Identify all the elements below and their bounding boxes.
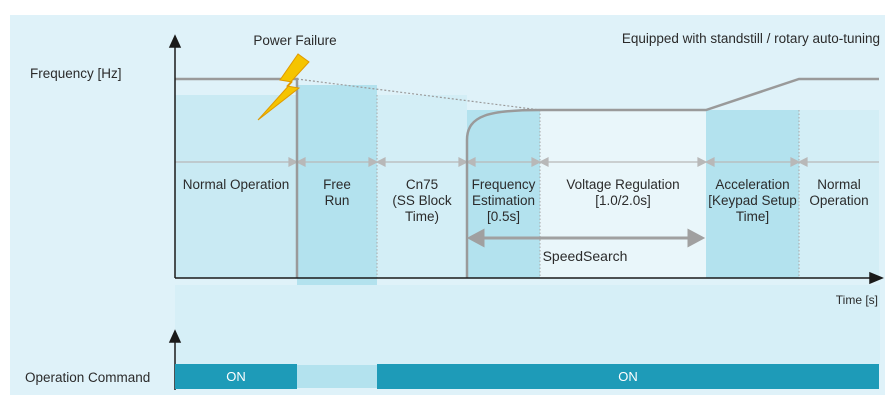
diagram-title: Equipped with standstill / rotary auto-t…	[621, 31, 880, 46]
phase-separators	[376, 95, 800, 278]
speed-search-label: SpeedSearch	[542, 248, 628, 264]
phase-label-acceleration: Acceleration [Keypad Setup Time]	[708, 177, 797, 224]
command-on-label-1: ON	[226, 369, 246, 384]
y-axis-arrowhead	[168, 34, 182, 48]
phase-arrows	[175, 157, 879, 167]
lightning-bolt-icon	[257, 53, 310, 121]
region-ss-block	[377, 95, 467, 278]
command-on-bar-1	[175, 364, 297, 389]
y-axis-label: Frequency [Hz]	[30, 66, 122, 81]
region-normal-operation-2	[799, 110, 879, 278]
x-axis-label: Time [s]	[835, 293, 878, 307]
phase-label-ss-block-time: Cn75 (SS Block Time)	[392, 177, 452, 224]
phase-label-frequency-estimation: Frequency Estimation [0.5s]	[471, 177, 536, 224]
command-on-bar-2	[377, 364, 879, 389]
lower-band	[175, 285, 880, 365]
coast-dotted-line	[296, 78, 541, 111]
region-normal-operation	[175, 95, 297, 278]
power-failure-label: Power Failure	[253, 33, 337, 48]
phase-label-normal-operation: Normal Operation	[182, 177, 290, 192]
x-axis-arrowhead	[869, 271, 884, 285]
phase-label-free-run: Free Run	[323, 177, 351, 208]
region-acceleration	[706, 110, 799, 278]
command-axis-arrowhead	[168, 329, 182, 343]
command-axis-label: Operation Command	[25, 370, 151, 385]
region-frequency-estimation	[467, 110, 540, 278]
region-voltage-regulation	[540, 110, 706, 278]
phase-label-voltage-regulation: Voltage Regulation [1.0/2.0s]	[566, 177, 680, 208]
command-on-label-2: ON	[618, 369, 638, 384]
phase-label-normal-operation-2: Normal Operation	[809, 177, 869, 208]
speed-search-arrow	[466, 228, 706, 248]
